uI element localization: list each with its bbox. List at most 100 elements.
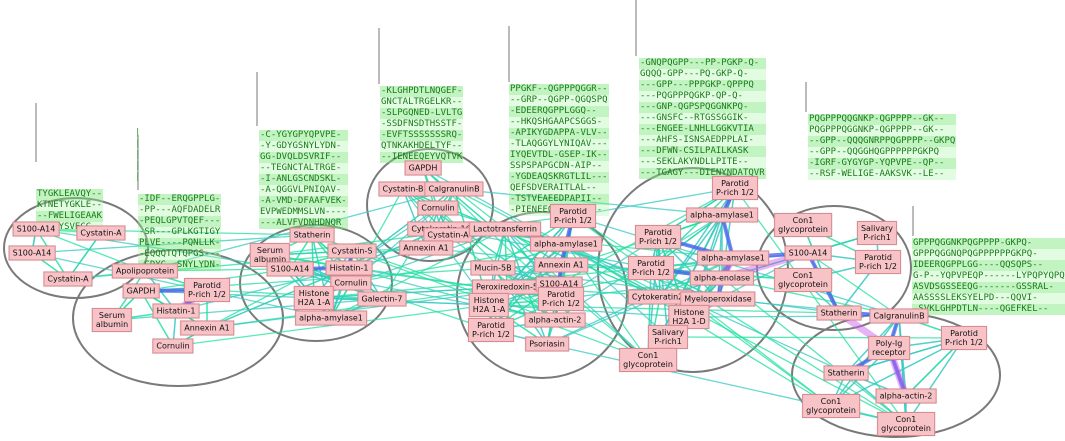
sequence-line: --GPP--QQQGNRPPQGPPPP--GKPQ bbox=[808, 136, 957, 147]
sequence-line: -SSDFNSDTHSSTF- bbox=[380, 119, 464, 130]
protein-node[interactable]: Histatin-1 bbox=[325, 260, 373, 276]
protein-node[interactable]: alpha-actin-2 bbox=[524, 312, 586, 328]
protein-node[interactable]: Parotid P-rich 1/2 bbox=[550, 204, 596, 228]
protein-node[interactable]: Con1 glycoprotein bbox=[774, 213, 832, 237]
protein-node[interactable]: CalgranulinB bbox=[424, 181, 484, 197]
protein-node[interactable]: Annexin A1 bbox=[534, 257, 588, 273]
sequence-alignment-block: PQGPPPQQGNKP-QGPPPP--GK--PQGPPPQGGNKP-QG… bbox=[808, 114, 957, 180]
sequence-alignment-block: -IDF--ERQGPPLG--PP---AQFDADELR-PEQLGPVTQ… bbox=[138, 194, 222, 271]
connector-mark: | bbox=[135, 128, 141, 138]
small-connector-marks: ||||| bbox=[135, 128, 140, 183]
protein-node[interactable]: Con1 glycoprotein bbox=[619, 348, 677, 372]
protein-node[interactable]: Annexin A1 bbox=[399, 240, 453, 256]
protein-node[interactable]: GAPDH bbox=[122, 283, 160, 299]
network-edge bbox=[717, 252, 809, 300]
sequence-line: --FWELIGEAAK bbox=[36, 211, 104, 222]
sequence-line: PQGPPPQQGNKP-QGPPPP--GK-- bbox=[808, 114, 957, 125]
sequence-alignment-block: -C-YGYGPYQPVPE--Y-GDYGSNYLYDN-GG-DVQLDSV… bbox=[259, 130, 348, 229]
protein-node[interactable]: Galectin-7 bbox=[357, 291, 407, 307]
protein-node[interactable]: Histone H2A 1-A bbox=[468, 293, 510, 317]
protein-node[interactable]: alpha-amylase1 bbox=[530, 236, 602, 252]
protein-node[interactable]: Parotid P-rich 1/2 bbox=[635, 225, 681, 249]
protein-node[interactable]: Statherin bbox=[816, 305, 862, 321]
sequence-line: -TLAQGGYLYNIQAV--- bbox=[509, 139, 609, 150]
protein-node[interactable]: Cystatin-B bbox=[378, 181, 428, 197]
protein-node[interactable]: CalgranulinB bbox=[869, 308, 929, 324]
protein-node[interactable]: Serum albumin bbox=[91, 308, 133, 332]
protein-node[interactable]: alpha-enolase bbox=[689, 270, 755, 286]
network-edge bbox=[905, 337, 965, 425]
sequence-line: -SR---GPLKGTIGY bbox=[138, 227, 222, 238]
sequence-line: TYGKLEAVQY-- bbox=[36, 189, 104, 200]
protein-node[interactable]: Mucin-5B bbox=[470, 260, 516, 276]
protein-node[interactable]: Cystatin-S bbox=[327, 243, 377, 259]
sequence-line: GQQQ-GPP---PQ-GKP-Q- bbox=[639, 69, 766, 80]
sequence-alignment-block: -KLGHPDTLNQGEF-GNCTALTRGELKR---SLPGQNED-… bbox=[380, 86, 464, 163]
sequence-line: -C-YGYGPYQPVPE- bbox=[259, 130, 348, 141]
protein-node[interactable]: Statherin bbox=[823, 365, 869, 381]
sequence-line: G-P--YQPVPEQP------LYPQPYQPQ bbox=[912, 271, 1065, 282]
protein-node[interactable]: Cornulin bbox=[417, 200, 459, 216]
sequence-line: GPPPQGGNKPQGPPPP-GKPQ- bbox=[912, 238, 1065, 249]
protein-node[interactable]: Parotid P-rich 1/2 bbox=[941, 326, 987, 350]
protein-node[interactable]: Annexin A1 bbox=[180, 320, 234, 336]
sequence-line: -SVKLGHPDTLN----QGEFKEL-- bbox=[912, 304, 1065, 315]
sequence-connector-lines bbox=[35, 0, 914, 236]
sequence-line: SSPSPAPGCDN-AIP-- bbox=[509, 161, 609, 172]
protein-node[interactable]: alpha-actin-2 bbox=[875, 388, 937, 404]
protein-node[interactable]: Parotid P-rich 1/2 bbox=[538, 287, 584, 311]
protein-node[interactable]: alpha-amylase1 bbox=[295, 310, 367, 326]
protein-node[interactable]: Cornulin bbox=[152, 338, 194, 354]
cluster-outline bbox=[366, 148, 494, 262]
protein-node[interactable]: Myeloperoxidase bbox=[680, 291, 756, 307]
protein-node[interactable]: Salivary P-rich1 bbox=[856, 221, 898, 245]
protein-node[interactable]: Apolipoprotein bbox=[111, 263, 179, 279]
sequence-line: EVPWEDMMSLVN---- bbox=[259, 207, 348, 218]
protein-node[interactable]: S100-A14 bbox=[12, 221, 60, 237]
protein-node[interactable]: Cornulin bbox=[330, 275, 372, 291]
sequence-line: -PP---AQFDADELR bbox=[138, 205, 222, 216]
sequence-line: KTNETYGKLE-- bbox=[36, 200, 104, 211]
sequence-line: PPGKF--QGPPPQGGR-- bbox=[509, 84, 609, 95]
protein-node[interactable]: Con1 glycoprotein bbox=[774, 268, 832, 292]
protein-node[interactable]: GAPDH bbox=[404, 160, 442, 176]
network-edge bbox=[31, 234, 313, 254]
protein-node[interactable]: Cystatin-A bbox=[43, 271, 93, 287]
sequence-line: -SLPGQNED-LVLTG bbox=[380, 108, 464, 119]
sequence-line: -I-ANLGSCNDSKL- bbox=[259, 174, 348, 185]
protein-node[interactable]: Con1 glycoprotein bbox=[802, 394, 860, 418]
sequence-line: ---TGAGY---DIENYNDATQVR bbox=[639, 168, 766, 179]
protein-node[interactable]: Histone H2A 1-A bbox=[293, 286, 335, 310]
protein-node[interactable]: S100-A14 bbox=[266, 261, 314, 277]
network-edge bbox=[350, 282, 492, 331]
network-edge bbox=[67, 232, 102, 280]
protein-node[interactable]: Parotid P-rich 1/2 bbox=[628, 256, 674, 280]
sequence-line: -IDF--ERQGPPLG- bbox=[138, 194, 222, 205]
sequence-line: --RSF-WELIGE-AAKSVK--LE-- bbox=[808, 169, 957, 180]
network-edge bbox=[807, 252, 900, 317]
protein-node[interactable]: alpha-amylase1 bbox=[686, 207, 758, 223]
protein-node[interactable]: alpha-amylase1 bbox=[697, 250, 769, 266]
protein-node[interactable]: Parotid P-rich 1/2 bbox=[712, 176, 758, 200]
sequence-line: GPPPQGGNQPQGPPPPPPGKPQ- bbox=[912, 249, 1065, 260]
network-edge bbox=[172, 304, 490, 347]
protein-node[interactable]: Parotid P-rich 1/2 bbox=[184, 278, 230, 302]
protein-node[interactable]: Parotid P-rich 1/2 bbox=[855, 250, 901, 274]
protein-node[interactable]: Lactotransferrin bbox=[469, 221, 541, 237]
protein-node[interactable]: Histatin-1 bbox=[152, 303, 200, 319]
protein-node[interactable]: Salivary P-rich1 bbox=[647, 325, 689, 349]
network-edge bbox=[488, 257, 734, 306]
protein-node[interactable]: Poly-Ig receptor bbox=[868, 336, 910, 360]
network-edge bbox=[572, 215, 900, 317]
connector-mark: | bbox=[135, 172, 141, 182]
sequence-line: -GDYG--SNYLYDN- bbox=[138, 260, 222, 271]
protein-node[interactable]: Cystatin-A bbox=[76, 225, 126, 241]
protein-node[interactable]: Psoriasin bbox=[525, 336, 569, 352]
protein-node[interactable]: S100-A14 bbox=[784, 245, 832, 261]
protein-node[interactable]: Parotid P-rich 1/2 bbox=[468, 318, 514, 342]
protein-node[interactable]: S100-A14 bbox=[8, 245, 56, 261]
protein-node[interactable]: Statherin bbox=[289, 227, 335, 243]
protein-node[interactable]: Con1 glycoprotein bbox=[877, 412, 935, 436]
